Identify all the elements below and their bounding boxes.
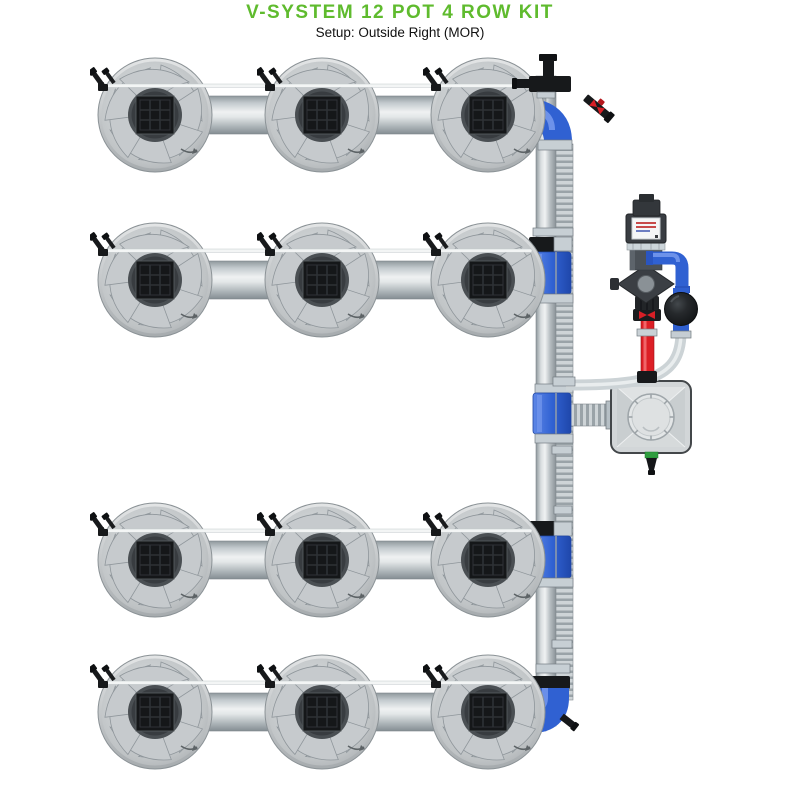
pot [95,652,215,772]
hose-clamp [535,663,571,674]
pot [262,500,382,620]
drip-tube [102,83,531,88]
hose-clamp [532,227,574,237]
manifold-top-assembly [512,54,615,124]
mini-valve-red [583,94,615,124]
pot [262,55,382,175]
pot [95,220,215,340]
pot [95,500,215,620]
pump [664,288,698,339]
page-title: V-SYSTEM 12 POT 4 ROW KIT [246,2,554,23]
drip-tee-black [530,676,570,689]
hose-clamp [551,445,573,455]
hose-clamp [553,505,573,515]
drip-tube [102,248,533,253]
drip-tube [102,528,533,533]
black-tee-fitting [529,76,571,92]
hose-clamp [537,139,573,151]
hose-clamp [551,639,573,649]
page-subtitle: Setup: Outside Right (MOR) [315,25,485,40]
pot [262,652,382,772]
pump-reservoir-assembly [552,194,698,475]
timer-controller [625,194,667,244]
curved-hose [565,331,687,391]
drain-fitting-green [644,451,659,459]
drip-tubes-layer [90,66,533,688]
header: V-SYSTEM 12 POT 4 ROW KIT Setup: Outside… [0,2,800,40]
pots-layer [95,55,548,772]
red-return-pipe [636,319,658,383]
pot [95,55,215,175]
hose-clamp [534,433,574,444]
hose-clamp [552,376,576,387]
power-adapter [632,199,661,217]
reservoir [610,380,692,475]
pot [262,220,382,340]
drip-tube [102,680,533,685]
row-pipes-layer [149,95,547,732]
